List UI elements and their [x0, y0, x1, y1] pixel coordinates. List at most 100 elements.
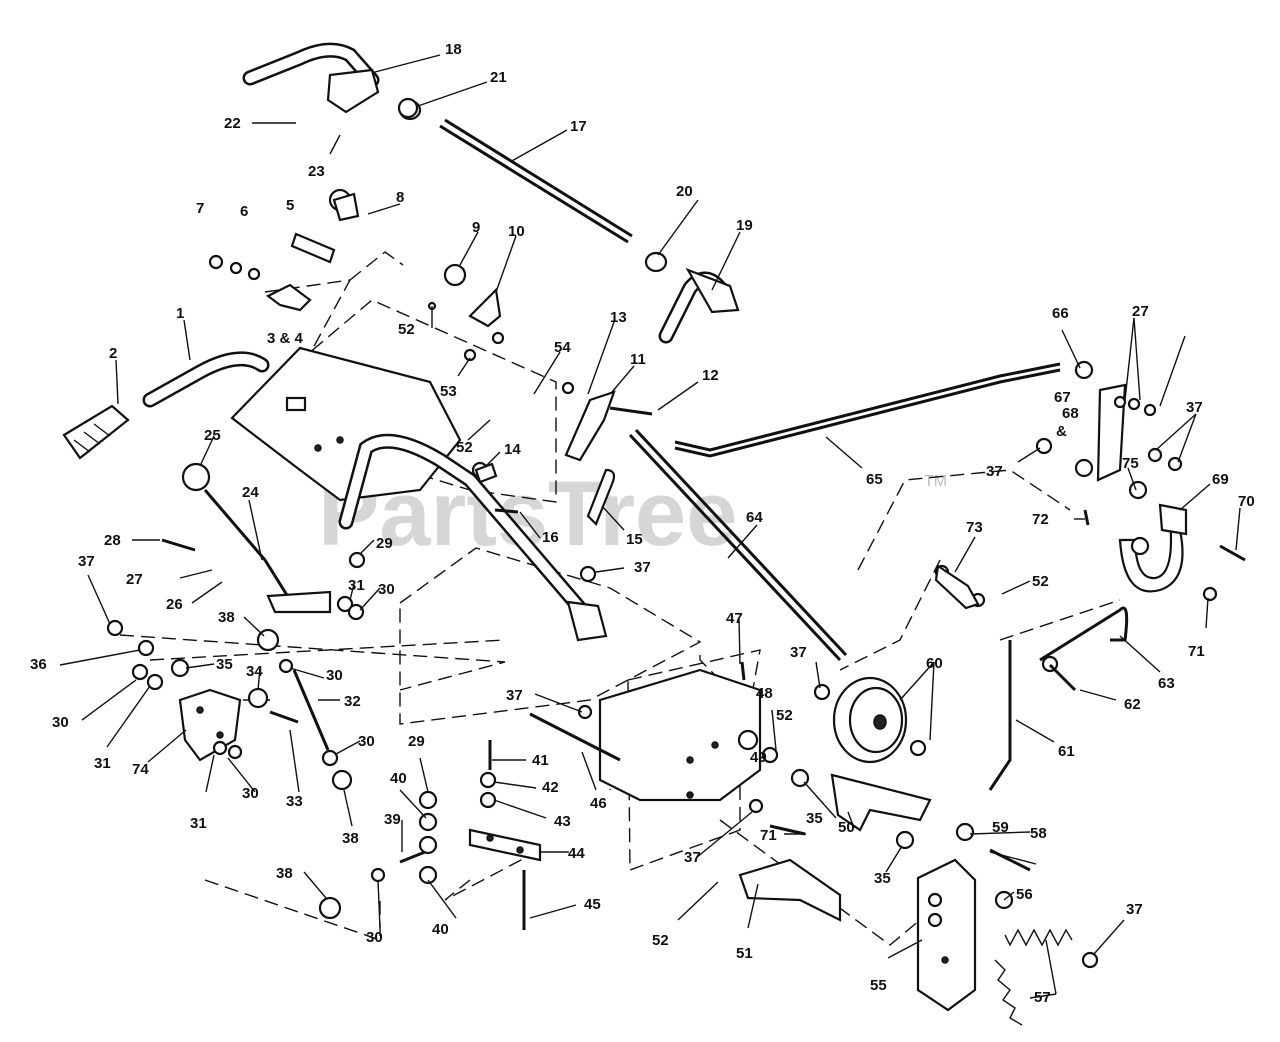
part-labels: 1 2 3 & 4 5 6 7 8 9 10 11 12 13 14 15 16… [30, 41, 1255, 1006]
part-label: 37 [634, 559, 651, 576]
part-label: 52 [1032, 573, 1049, 590]
part-label: 48 [756, 685, 773, 702]
part-label: 32 [344, 693, 361, 710]
part-label: 2 [109, 345, 117, 362]
part-label: 62 [1124, 696, 1141, 713]
part-label: 42 [542, 779, 559, 796]
part-label: 36 [30, 656, 47, 673]
part-label: 59 [992, 819, 1009, 836]
linkage-62 [988, 640, 1012, 791]
shift-arm-19 [658, 267, 740, 344]
part-label: 30 [326, 667, 343, 684]
part-label: 41 [532, 752, 549, 769]
part-label: 16 [542, 529, 559, 546]
spring-58b [994, 959, 1023, 1026]
part-label: 61 [1058, 743, 1075, 760]
part-label: 52 [398, 321, 415, 338]
part-label: 49 [750, 749, 767, 766]
part-label: 43 [554, 813, 571, 830]
part-label: 31 [348, 577, 365, 594]
part-label: 68 [1062, 405, 1079, 422]
knob-lever-24 [181, 462, 332, 614]
part-label: 64 [746, 509, 763, 526]
part-label: 15 [626, 531, 643, 548]
plate-56 [916, 858, 977, 1012]
pulley-61 [832, 676, 908, 764]
part-label: 37 [986, 463, 1003, 480]
part-label: 30 [242, 785, 259, 802]
part-label: 37 [684, 849, 701, 866]
part-label: 45 [584, 896, 601, 913]
part-label: 31 [94, 755, 111, 772]
part-label: 7 [196, 200, 204, 217]
part-label: 8 [396, 189, 404, 206]
part-label: 66 [1052, 305, 1069, 322]
part-label: 54 [554, 339, 571, 356]
part-label: 69 [1212, 471, 1229, 488]
part-label: 33 [286, 793, 303, 810]
part-label: 74 [132, 761, 149, 778]
part-label: 37 [506, 687, 523, 704]
part-label: 57 [1034, 989, 1051, 1006]
part-label: 67 [1054, 389, 1071, 406]
part-label: 29 [408, 733, 425, 750]
part-label: 55 [870, 977, 887, 994]
part-label: 35 [874, 870, 891, 887]
fasteners [106, 97, 1246, 969]
shift-rod-17 [439, 118, 633, 244]
part-label: 52 [456, 439, 473, 456]
part-label: 52 [652, 932, 669, 949]
part-label: 3 & 4 [267, 330, 304, 347]
grip-2 [62, 404, 130, 460]
plate-44 [468, 828, 542, 862]
part-label: 35 [216, 656, 233, 673]
part-label: 30 [358, 733, 375, 750]
spring-58a [1004, 928, 1073, 947]
part-label: 70 [1238, 493, 1255, 510]
part-label: 17 [570, 118, 587, 135]
part-label: 71 [1188, 643, 1205, 660]
part-label: 44 [568, 845, 585, 862]
part-label: 30 [366, 929, 383, 946]
assembly-outlines [119, 251, 1121, 946]
part-label: 1 [176, 305, 184, 322]
watermark-tm: TM [924, 473, 947, 490]
part-label: 60 [926, 655, 943, 672]
part-label: 38 [342, 830, 359, 847]
handle-lever-1 [142, 351, 270, 408]
part-label: 34 [246, 663, 263, 680]
part-label: 52 [776, 707, 793, 724]
part-label: 75 [1122, 455, 1139, 472]
part-label: 46 [590, 795, 607, 812]
part-label: 12 [702, 367, 719, 384]
bushing-20 [644, 251, 668, 273]
part-label: 47 [726, 610, 743, 627]
part-label: 13 [610, 309, 627, 326]
part-label: 37 [790, 644, 807, 661]
part-label: 65 [866, 471, 883, 488]
part-label: 37 [1126, 901, 1143, 918]
part-label: 23 [308, 163, 325, 180]
part-label: 27 [126, 571, 143, 588]
part-label: 30 [378, 581, 395, 598]
bracket-76 [178, 688, 242, 762]
part-label: 14 [504, 441, 521, 458]
part-label: 27 [1132, 303, 1149, 320]
part-label: 40 [432, 921, 449, 938]
part-label: 38 [276, 865, 293, 882]
part-label: 28 [104, 532, 121, 549]
part-label: 39 [384, 811, 401, 828]
part-label: 50 [838, 819, 855, 836]
linkage-64 [1039, 606, 1129, 662]
part-label: 25 [204, 427, 221, 444]
part-label: 21 [490, 69, 507, 86]
part-label: 24 [242, 484, 259, 501]
part-label: 31 [190, 815, 207, 832]
part-label: 51 [736, 945, 753, 962]
part-label: 38 [218, 609, 235, 626]
part-label: 18 [445, 41, 462, 58]
part-label: 30 [52, 714, 69, 731]
part-label: 26 [166, 596, 183, 613]
part-label: 9 [472, 219, 480, 236]
part-label: 11 [630, 351, 646, 368]
